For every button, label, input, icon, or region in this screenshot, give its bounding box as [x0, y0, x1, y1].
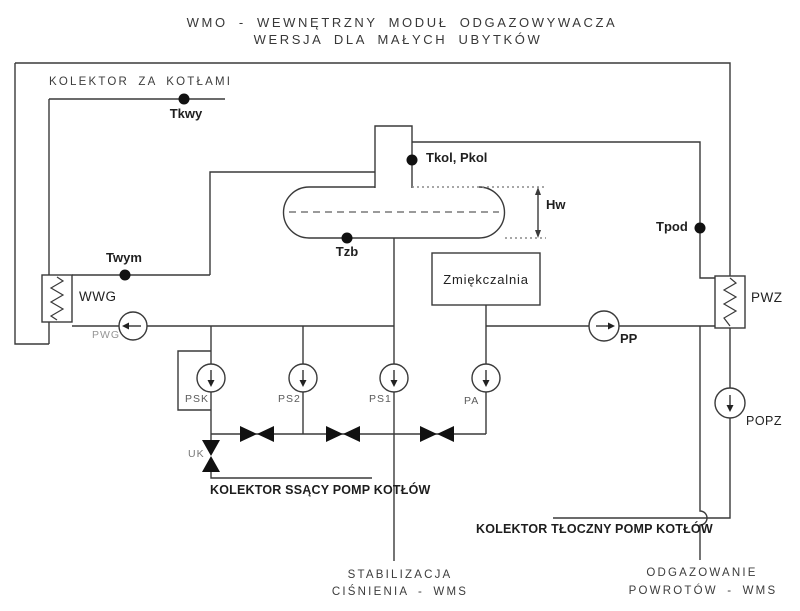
label-pwz: PWZ [751, 290, 783, 305]
label-pump-pa: PA [464, 395, 480, 407]
sensor-dot-tkwy [178, 93, 190, 105]
pipe-neck-inlet [209, 171, 375, 275]
pump-ps1 [379, 363, 409, 393]
label-tkol-pkol: Tkol, Pkol [426, 150, 488, 165]
valve-3-left [420, 426, 437, 442]
label-wwg: WWG [79, 289, 117, 304]
sensor-dot-tpod [694, 222, 706, 234]
sensor-dots [119, 93, 706, 281]
label-tzb: Tzb [335, 244, 359, 259]
pipe-popz-to-discharge-collector [553, 328, 731, 519]
valve-3-right [437, 426, 454, 442]
pump-pp [588, 310, 620, 342]
valve-1-right [257, 426, 274, 442]
hw-arrowheads [535, 187, 541, 238]
diagram-title-line1: WMO - WEWNĘTRZNY MODUŁ ODGAZOWYWACZA [186, 15, 618, 30]
pump-ps2 [288, 363, 318, 393]
label-tkwy: Tkwy [169, 106, 203, 121]
valve-row [202, 426, 454, 472]
label-pump-psk: PSK [185, 393, 210, 405]
pump-pa [471, 363, 501, 393]
valve-2-left [326, 426, 343, 442]
label-stabilizacja-line2: CIŚNIENIA - WMS [331, 586, 469, 598]
label-hw: Hw [546, 197, 566, 212]
label-stabilizacja-line1: STABILIZACJA [347, 569, 453, 581]
label-pump-ps1: PS1 [369, 393, 392, 405]
pipe-psk-bypass [177, 350, 211, 411]
label-odgazowanie-line2: POWROTÓW - WMS [628, 585, 778, 597]
heat-exchanger-pwz [714, 275, 746, 329]
sensor-dot-twym [119, 269, 131, 281]
label-kolektor-za-kotlami: KOLEKTOR ZA KOTŁAMI [49, 76, 233, 88]
label-odgazowanie-line1: ODGAZOWANIE [646, 567, 758, 579]
pump-popz [714, 387, 746, 419]
diagram-title-line2: WERSJA DLA MAŁYCH UBYTKÓW [253, 32, 543, 47]
valve-uk-bottom [202, 456, 220, 472]
pwz-coil-zigzag [722, 277, 738, 327]
valve-2-right [343, 426, 360, 442]
label-twym: Twym [106, 250, 142, 265]
pipe-outer-loop-top-right [15, 62, 731, 276]
label-pump-popz: POPZ [746, 414, 783, 428]
valve-1-left [240, 426, 257, 442]
label-pump-ps2: PS2 [278, 393, 301, 405]
label-kolektor-ssacy: KOLEKTOR SSĄCY POMP KOTŁÓW [210, 483, 431, 497]
softener-box [431, 252, 541, 306]
label-tpod: Tpod [656, 219, 688, 234]
label-pump-pp: PP [620, 331, 638, 346]
pump-pwg [118, 311, 148, 341]
label-softener: Zmiękczalnia [443, 271, 529, 287]
label-pump-pwg: PWG [92, 329, 121, 341]
pipe-outer-loop-left-bottom [14, 63, 49, 345]
wwg-coil-zigzag [49, 276, 65, 321]
valve-uk-top [202, 440, 220, 456]
sensor-dot-tzb [341, 232, 353, 244]
pipe-neck-outlet-tpod [412, 141, 715, 279]
degasser-tank [282, 186, 506, 239]
tank-neck [374, 125, 413, 188]
sensor-dot-tkol-pkol [406, 154, 418, 166]
pump-psk [196, 363, 226, 393]
label-kolektor-tloczny: KOLEKTOR TŁOCZNY POMP KOTŁÓW [476, 522, 713, 536]
label-valve-uk: UK [188, 448, 205, 460]
pipe-suction-collector-stub [210, 472, 372, 479]
